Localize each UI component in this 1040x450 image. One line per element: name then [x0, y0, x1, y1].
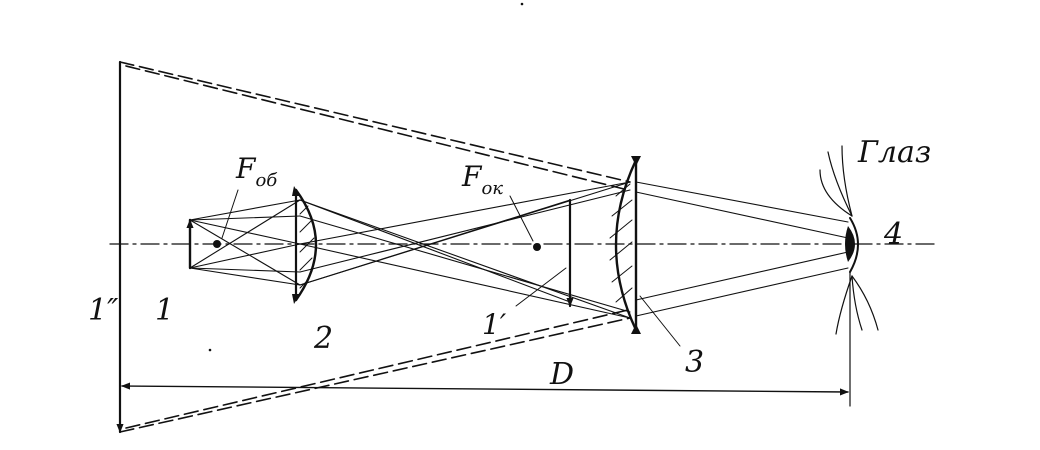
label-eyepiece: 3: [685, 345, 704, 380]
objective-rays: [189, 199, 301, 286]
f-ok-leader: [509, 195, 534, 242]
label-virtual-image: 1″: [88, 293, 119, 328]
label-eye-number: 4: [883, 217, 903, 252]
eye-rays: [635, 181, 849, 317]
label-intermediate-image: 1′: [482, 308, 507, 341]
f-ob-leader: [221, 189, 239, 239]
distance-dimension: [121, 382, 849, 396]
label-eye-word: Глаз: [857, 135, 931, 170]
objective-lens: [292, 186, 318, 304]
stray-dot-top: [520, 2, 524, 6]
eye: [819, 145, 879, 407]
label-f-ob: Fоб: [235, 152, 278, 191]
label-f-ok: Fок: [461, 160, 503, 199]
dashed-construction-lines: [119, 61, 631, 433]
eyepiece-lens: [609, 156, 681, 347]
objective-focal-point: [213, 240, 221, 248]
intermediate-image-leader: [515, 267, 567, 307]
intermediate-rays: [299, 181, 631, 319]
stray-dot: [208, 348, 212, 352]
eyepiece-focal-point: [533, 243, 541, 251]
label-object: 1: [155, 293, 174, 328]
label-objective: 2: [313, 321, 333, 356]
label-distance: D: [549, 357, 574, 392]
